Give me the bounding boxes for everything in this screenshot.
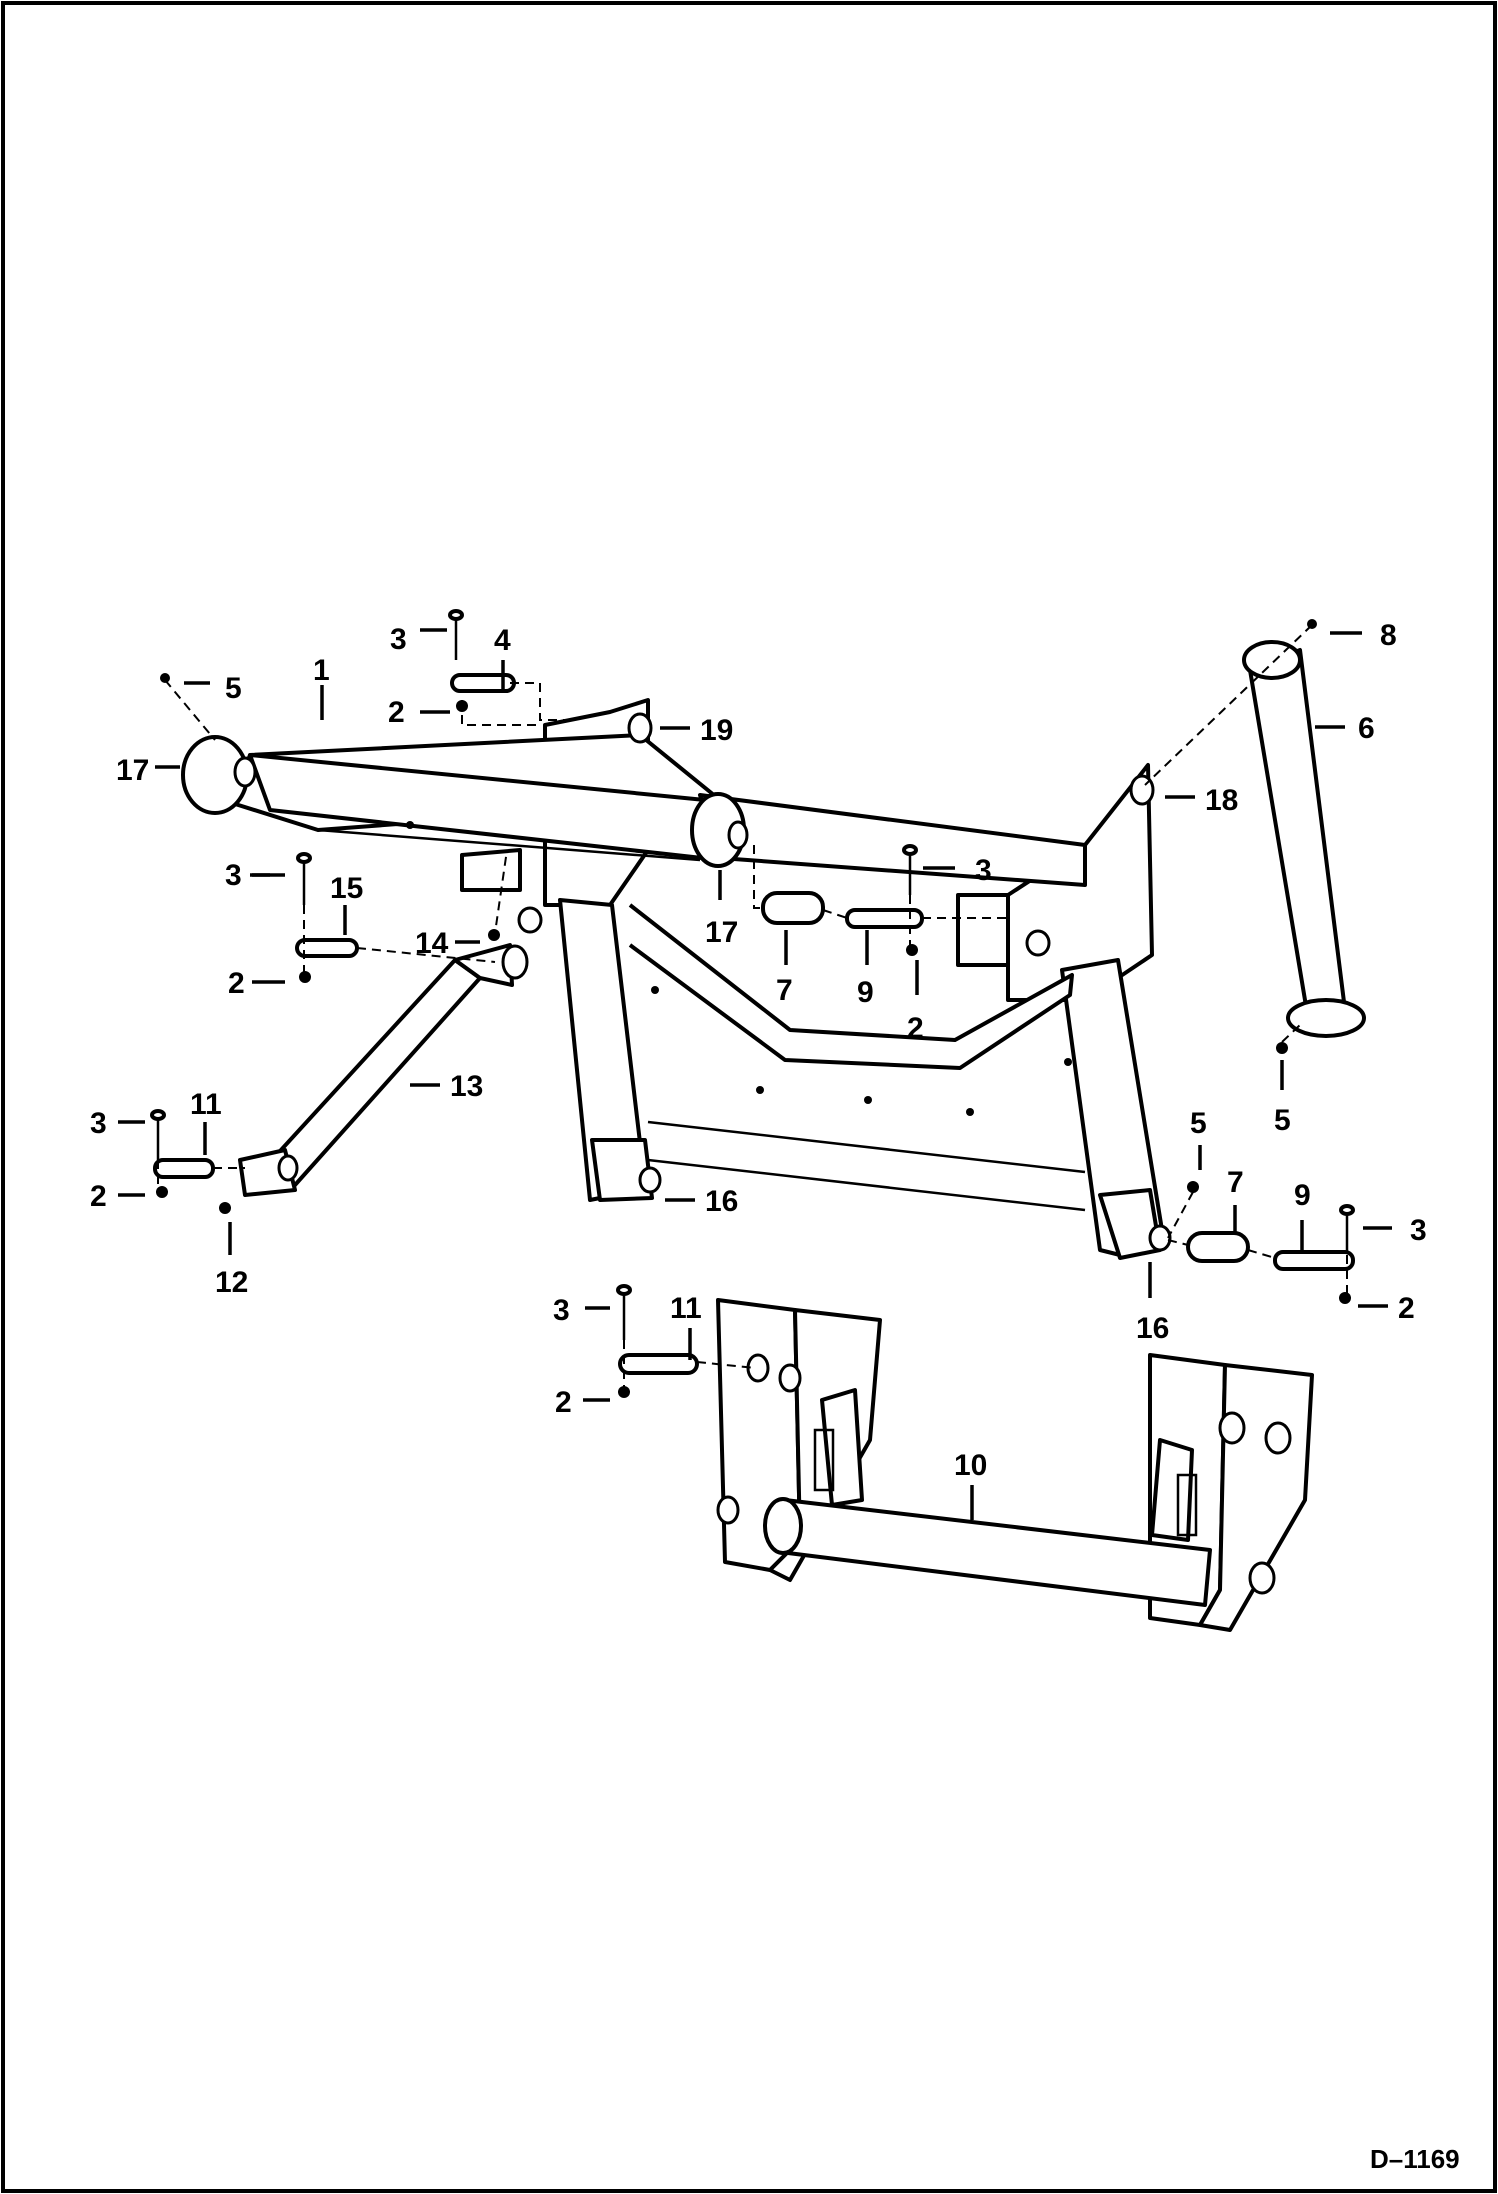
callout-17b: 17 — [705, 916, 738, 949]
callout-18: 18 — [1205, 784, 1238, 817]
callout-16b: 16 — [1136, 1312, 1169, 1345]
callout-13: 13 — [450, 1070, 483, 1103]
callout-5b: 5 — [1190, 1107, 1207, 1140]
callout-9: 9 — [857, 976, 874, 1009]
pivot-hole-19 — [627, 712, 653, 744]
drawing-number: D–1169 — [1370, 2144, 1460, 2174]
callout-3: 3 — [390, 623, 407, 656]
callout-12: 12 — [215, 1266, 248, 1299]
callout-10: 10 — [954, 1449, 987, 1482]
loader-frame — [181, 698, 1172, 1260]
callout-9b: 9 — [1294, 1179, 1311, 1212]
lift-cylinder — [238, 943, 529, 1197]
callout-3b: 3 — [975, 854, 992, 887]
assembly-lines — [157, 624, 1348, 1388]
callout-16: 16 — [705, 1185, 738, 1218]
callout-3f: 3 — [553, 1294, 570, 1327]
callout-3d: 3 — [90, 1107, 107, 1140]
callout-2: 2 — [388, 696, 405, 729]
callout-11: 11 — [190, 1088, 222, 1121]
pivot-hole-18 — [1129, 774, 1155, 806]
callout-1: 1 — [313, 654, 330, 687]
pivot-hole-16-right — [1148, 1224, 1172, 1252]
callout-2b: 2 — [907, 1012, 924, 1045]
callout-4: 4 — [494, 624, 511, 657]
callout-17: 17 — [116, 754, 149, 787]
callout-labels: 1 3 4 2 5 17 19 8 6 18 17 3 7 9 2 3 15 2… — [90, 619, 1427, 1482]
callout-3e: 3 — [1410, 1214, 1427, 1247]
callout-7b: 7 — [1227, 1166, 1244, 1199]
callout-11b: 11 — [670, 1292, 702, 1325]
pivot-hole-16-left — [638, 1166, 662, 1194]
callout-6: 6 — [1358, 712, 1375, 745]
callout-2c: 2 — [228, 967, 245, 1000]
callout-2f: 2 — [555, 1386, 572, 1419]
callout-3c: 3 — [225, 859, 242, 892]
callout-19: 19 — [700, 714, 733, 747]
callout-14: 14 — [415, 927, 449, 960]
callout-15: 15 — [330, 872, 363, 905]
tilt-cylinder — [1242, 640, 1366, 1038]
callout-8: 8 — [1380, 619, 1397, 652]
quick-attach-frame — [716, 1298, 1314, 1632]
callout-7: 7 — [776, 974, 793, 1007]
callout-5c: 5 — [1274, 1104, 1291, 1137]
callout-2d: 2 — [90, 1180, 107, 1213]
callout-5: 5 — [225, 672, 242, 705]
callout-2e: 2 — [1398, 1292, 1415, 1325]
leader-lines — [118, 628, 1392, 1520]
